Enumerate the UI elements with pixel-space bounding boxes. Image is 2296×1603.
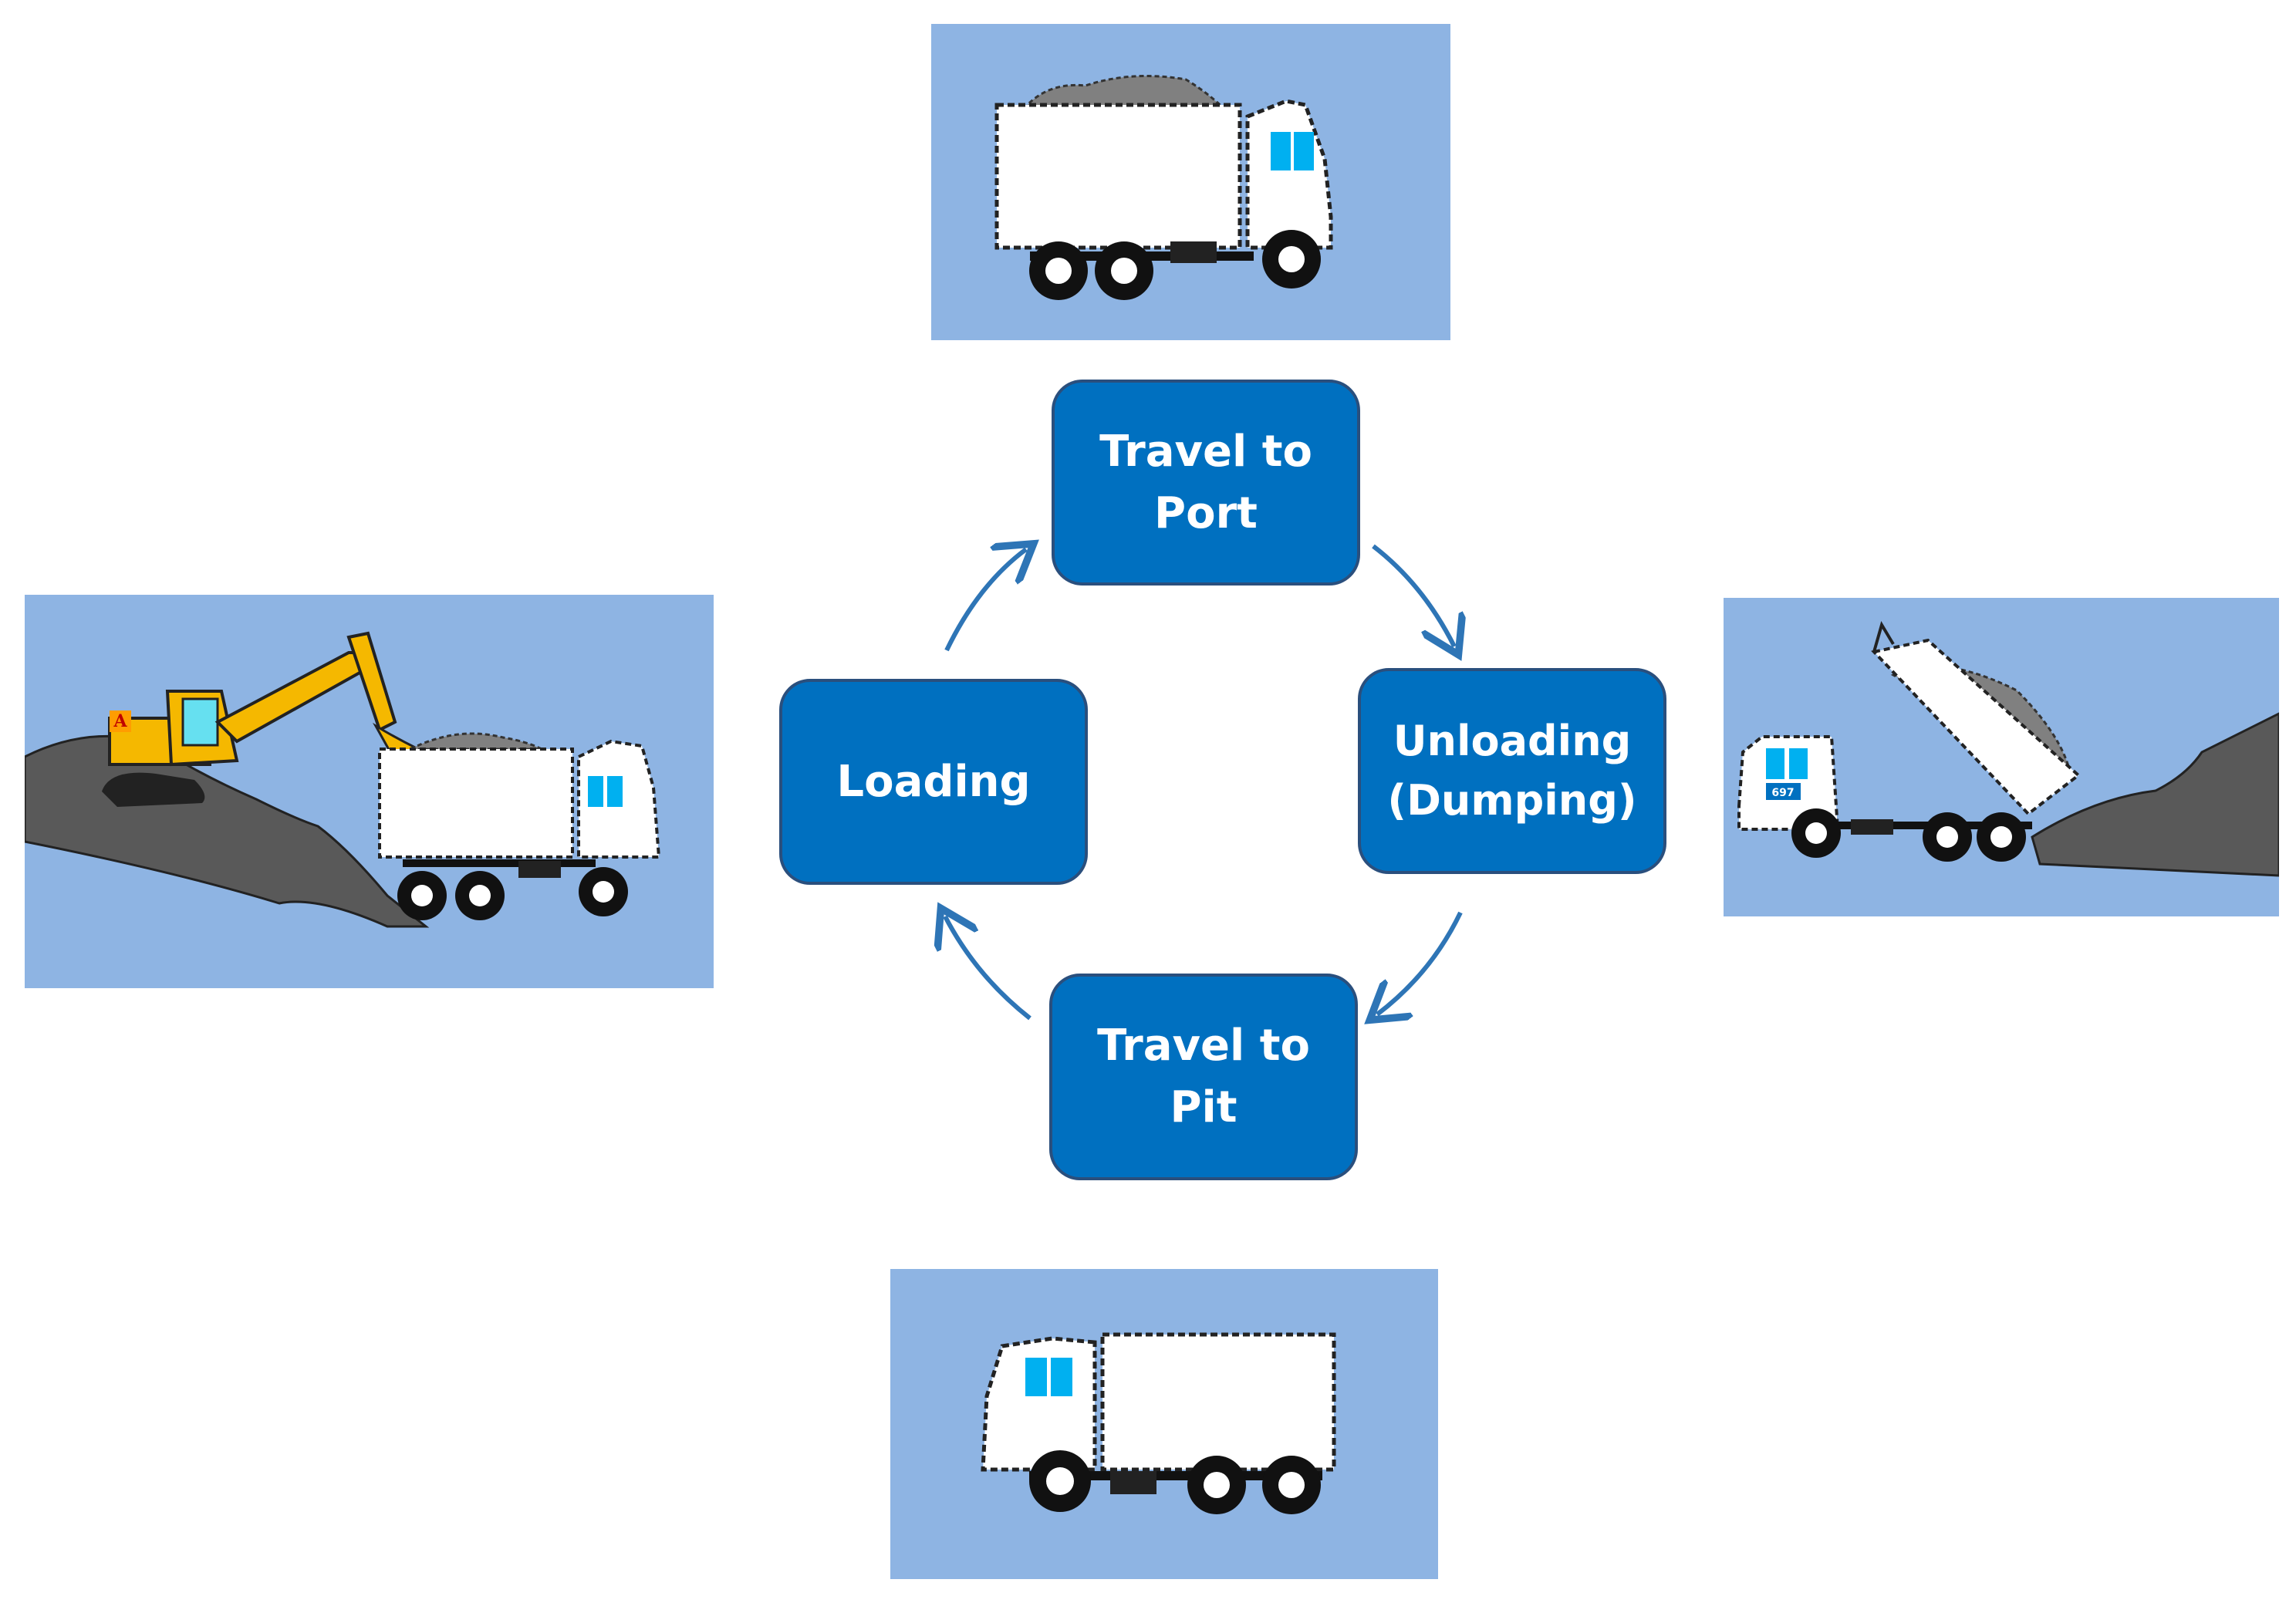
pit-travel-illustration bbox=[890, 1269, 1438, 1579]
loaded-truck-icon bbox=[378, 739, 661, 920]
stage-travel-to-pit-label: Travel to Pit bbox=[1097, 1021, 1310, 1132]
excavator-tracks-icon bbox=[102, 772, 205, 807]
loading-illustration: A bbox=[25, 595, 714, 988]
stage-travel-to-port: Travel to Port bbox=[1052, 380, 1360, 586]
port-travel-illustration bbox=[931, 24, 1450, 340]
stage-loading: Loading bbox=[779, 679, 1088, 885]
arrow-unloading-to-pit bbox=[1377, 911, 1463, 1014]
arrow-loading-to-port bbox=[944, 549, 1026, 652]
stage-loading-label: Loading bbox=[836, 756, 1031, 807]
stage-travel-to-port-label: Travel to Port bbox=[1099, 426, 1312, 538]
truck-number: 697 bbox=[1771, 787, 1794, 799]
stage-unloading: Unloading (Dumping) bbox=[1358, 668, 1666, 874]
stage-travel-to-pit: Travel to Pit bbox=[1049, 974, 1358, 1180]
excavator-icon: A bbox=[108, 631, 421, 767]
stage-unloading-label: Unloading (Dumping) bbox=[1387, 716, 1637, 825]
arrow-pit-to-loading bbox=[945, 916, 1032, 1021]
empty-truck-icon bbox=[981, 1332, 1336, 1514]
tipping-truck-icon: 697 bbox=[1737, 621, 2082, 862]
excavator-label: A bbox=[113, 711, 127, 731]
dumping-illustration: 697 bbox=[1724, 598, 2279, 916]
arrow-port-to-unloading bbox=[1372, 544, 1454, 646]
loaded-truck-icon bbox=[994, 75, 1333, 300]
